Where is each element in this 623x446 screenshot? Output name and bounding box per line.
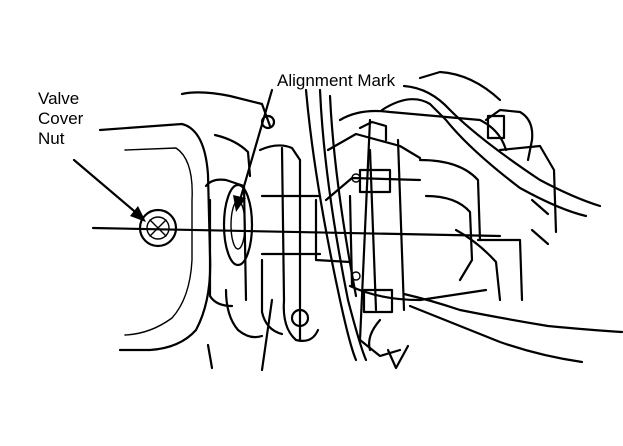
valve-cover-nut-label-line-2: Cover [38, 109, 84, 128]
valve-cover [98, 122, 214, 370]
valve-cover-nut-label-line-3: Nut [38, 129, 65, 148]
mounting-flange [180, 91, 284, 339]
alignment-mark-leader [233, 88, 274, 212]
distributor-connector [476, 108, 558, 302]
distributor-housing [258, 144, 322, 372]
hand [368, 70, 623, 370]
alignment-mark-label: Alignment Mark [277, 71, 396, 90]
valve-cover-nut-label-line-1: Valve [38, 89, 80, 108]
distributor-cap [314, 109, 508, 358]
valve-cover-nut-label: Valve Cover Nut [38, 89, 83, 149]
alignment-reference-line [91, 226, 502, 238]
valve-cover-nut-leader [72, 158, 146, 222]
